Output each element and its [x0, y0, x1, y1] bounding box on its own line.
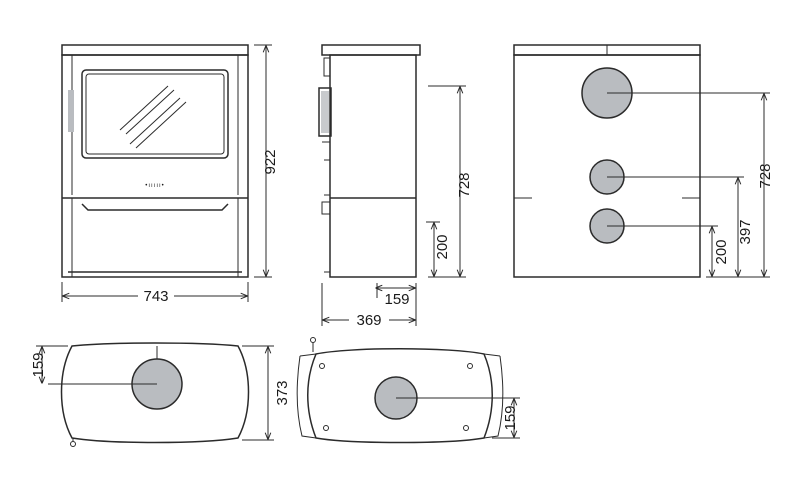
back-low-outlet-label: 200 [713, 239, 730, 264]
top-view [48, 342, 250, 447]
side-flue-label: 200 [434, 234, 451, 259]
back-top-outlet-label: 728 [757, 163, 774, 188]
side-height-label: 728 [456, 172, 473, 197]
back-mid-outlet-label: 397 [737, 219, 754, 244]
top-depth-label: 373 [274, 380, 291, 405]
top-offset-label: 159 [30, 352, 47, 377]
top-dimensions: 159 373 [30, 345, 291, 441]
side-depth-inner-label: 159 [384, 291, 409, 308]
bottom-offset-label: 159 [502, 405, 519, 430]
front-width-dimension: 743 [61, 282, 249, 305]
side-depth-dimensions: 159 369 [321, 283, 417, 329]
front-logo: •ııııı• [145, 183, 165, 189]
front-width-label: 743 [143, 288, 168, 305]
front-height-dimension: 922 [254, 44, 279, 278]
back-view [513, 44, 770, 278]
side-flue-dimension: 200 [426, 221, 451, 276]
bottom-view [296, 337, 520, 444]
bottom-dimensions: 159 [502, 399, 519, 437]
front-view: •ııııı• [61, 44, 249, 278]
front-height-label: 922 [262, 149, 279, 174]
side-view [318, 44, 421, 278]
side-height-dimension: 728 [428, 85, 473, 278]
back-dimensions: 728 397 200 [712, 94, 774, 276]
side-depth-label: 369 [356, 312, 381, 329]
